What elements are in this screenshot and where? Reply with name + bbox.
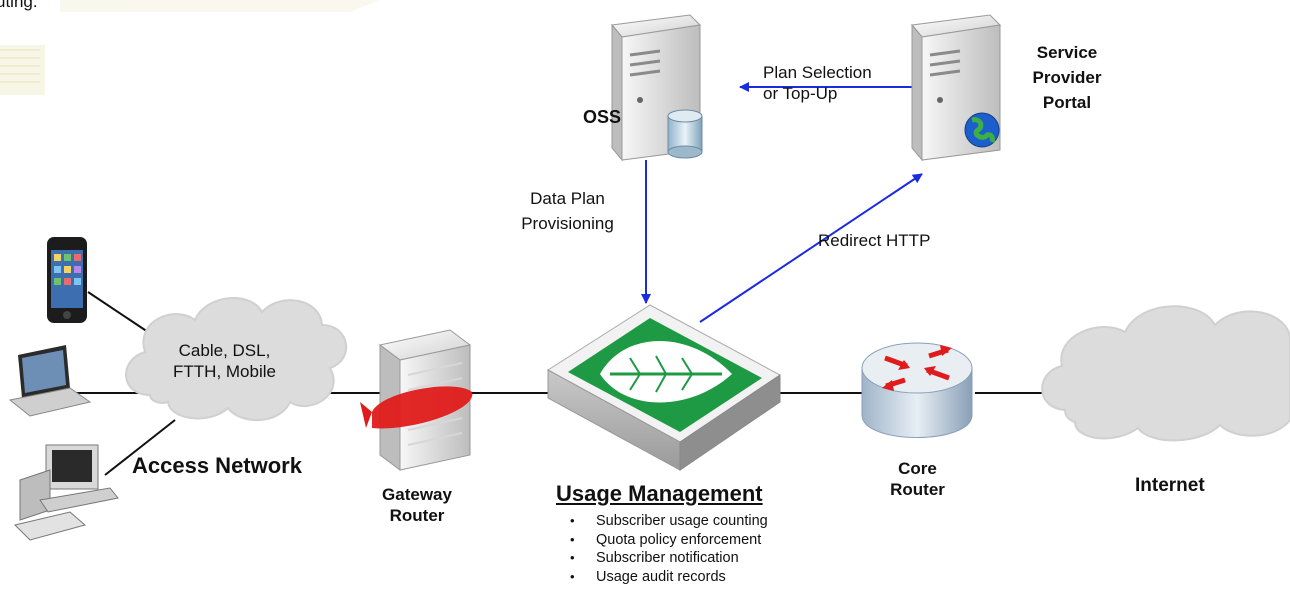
portal-line3: Portal (1042, 93, 1092, 112)
corner-decoration (0, 0, 380, 95)
cropped-caption-text: uting. (0, 0, 38, 11)
gateway-router-icon (360, 329, 473, 471)
plan-selection-label: Plan Selection or Top-Up (763, 62, 872, 104)
portal-server-icon (911, 14, 1002, 162)
gateway-router-line2: Router (389, 506, 445, 525)
data-plan-label: Data Plan Provisioning (500, 186, 635, 236)
redirect-http-label: Redirect HTTP (818, 231, 931, 250)
data-plan-line2: Provisioning (521, 214, 614, 233)
access-cloud-shape (125, 297, 348, 421)
access-cloud-line2: FTTH, Mobile (173, 362, 276, 381)
access-network-label: Access Network (132, 453, 302, 478)
gateway-router-line1: Gateway (382, 485, 452, 504)
signal-arrows (641, 82, 923, 323)
portal-line1: Service (1036, 43, 1098, 62)
usage-management-title: Usage Management (556, 481, 763, 506)
oss-server-icon (611, 14, 703, 162)
list-item: Quota policy enforcement (570, 531, 768, 550)
usage-management-feature-list: Subscriber usage counting Quota policy e… (570, 512, 768, 586)
oss-label: OSS (583, 107, 622, 127)
plan-selection-line2: or Top-Up (763, 84, 838, 103)
plan-selection-line1: Plan Selection (763, 63, 872, 82)
list-item: Subscriber usage counting (570, 512, 768, 531)
portal-label: Service Provider Portal (1012, 40, 1122, 115)
access-cloud-label: Cable, DSL, FTTH, Mobile (142, 340, 307, 382)
core-router-label: Core Router (870, 458, 965, 500)
list-item: Subscriber notification (570, 549, 768, 568)
data-plan-line1: Data Plan (530, 189, 605, 208)
internet-label: Internet (1135, 475, 1205, 496)
usage-management-appliance-icon (547, 304, 781, 471)
portal-line2: Provider (1032, 68, 1102, 87)
gateway-router-label: Gateway Router (362, 484, 472, 526)
internet-cloud-shape (1041, 305, 1290, 442)
desktop-computer-icon (14, 444, 119, 541)
list-item: Usage audit records (570, 568, 768, 587)
redirect-http-arrow (699, 173, 923, 323)
core-router-line2: Router (890, 480, 945, 499)
core-router-icon (861, 342, 973, 438)
core-router-line1: Core (898, 459, 937, 478)
access-cloud-line1: Cable, DSL, (178, 341, 271, 360)
laptop-icon (8, 345, 92, 417)
smartphone-icon (47, 237, 87, 323)
